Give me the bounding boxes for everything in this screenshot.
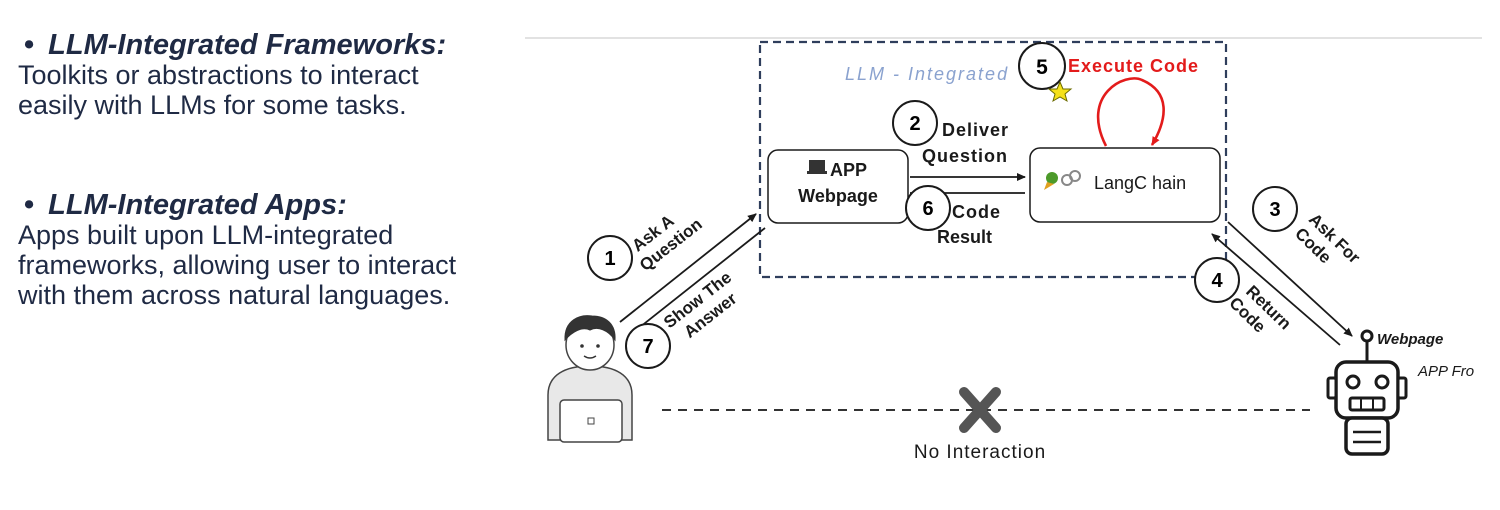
step-6-badge: 6 [905,185,951,231]
langchain-box [1029,147,1221,223]
framework-label: LLM - Integrated [845,64,1009,84]
robot-label-app: APP Fro [1417,363,1474,380]
return-code-arrow [1211,233,1341,346]
step-6-label-1: Code [952,202,1001,222]
laptop-icon [807,160,827,174]
bullet-list: • LLM-Integrated Frameworks: Toolkits or … [18,30,518,380]
user-with-laptop-icon [547,315,633,443]
x-mark-icon [959,387,1001,433]
step-2-label-1: Deliver [942,120,1009,140]
bullet-text-apps: Apps built upon LLM-integrated framework… [18,220,457,310]
step-5-badge: 5 [1018,42,1066,90]
step-7-badge: 7 [625,323,671,369]
app-box-line2: Webpage [798,186,878,206]
robot-icon [1326,329,1408,456]
ask-question-arrow [619,213,757,323]
execute-code-loop [1096,77,1165,147]
show-answer-line [629,227,766,336]
step-4-badge: 4 [1194,257,1240,303]
bullet-title-apps: LLM-Integrated Apps: [48,189,347,221]
app-webpage-box [767,149,909,224]
app-box-line1: APP [830,160,867,180]
svg-text:7: 7 [642,336,653,358]
svg-text:4: 4 [1211,270,1223,292]
bullet-apps: • LLM-Integrated Apps: Apps built upon LL… [18,190,518,310]
langchain-label: LangC hain [1094,173,1186,193]
bullet-title-frameworks: LLM-Integrated Frameworks: [48,29,447,61]
step-2-badge: 2 [892,100,938,146]
step-3-badge: 3 [1252,186,1298,232]
integration-diagram: LLM - Integrated APP Webpage LangC hain … [525,37,1482,463]
no-interaction-label: No Interaction [914,442,1046,463]
step-6-label-2: Result [937,227,992,247]
step-2-label-2: Question [922,146,1008,166]
star-icon [1047,80,1073,103]
svg-text:1: 1 [604,248,615,270]
step-5-label: Execute Code [1068,56,1199,76]
svg-text:6: 6 [922,198,933,220]
ask-for-code-arrow [1227,221,1353,337]
step-1-badge: 1 [587,235,633,281]
svg-text:2: 2 [909,113,920,135]
bullet-dot: • [24,29,35,61]
bullet-dot: • [24,189,35,221]
robot-label-webpage: Webpage [1377,331,1443,348]
parrot-chain-icon [1044,170,1081,190]
bullet-frameworks: • LLM-Integrated Frameworks: Toolkits or … [18,30,518,120]
svg-text:5: 5 [1036,56,1048,79]
bullet-text-frameworks: Toolkits or abstractions to interact eas… [18,60,419,120]
svg-text:3: 3 [1269,199,1280,221]
